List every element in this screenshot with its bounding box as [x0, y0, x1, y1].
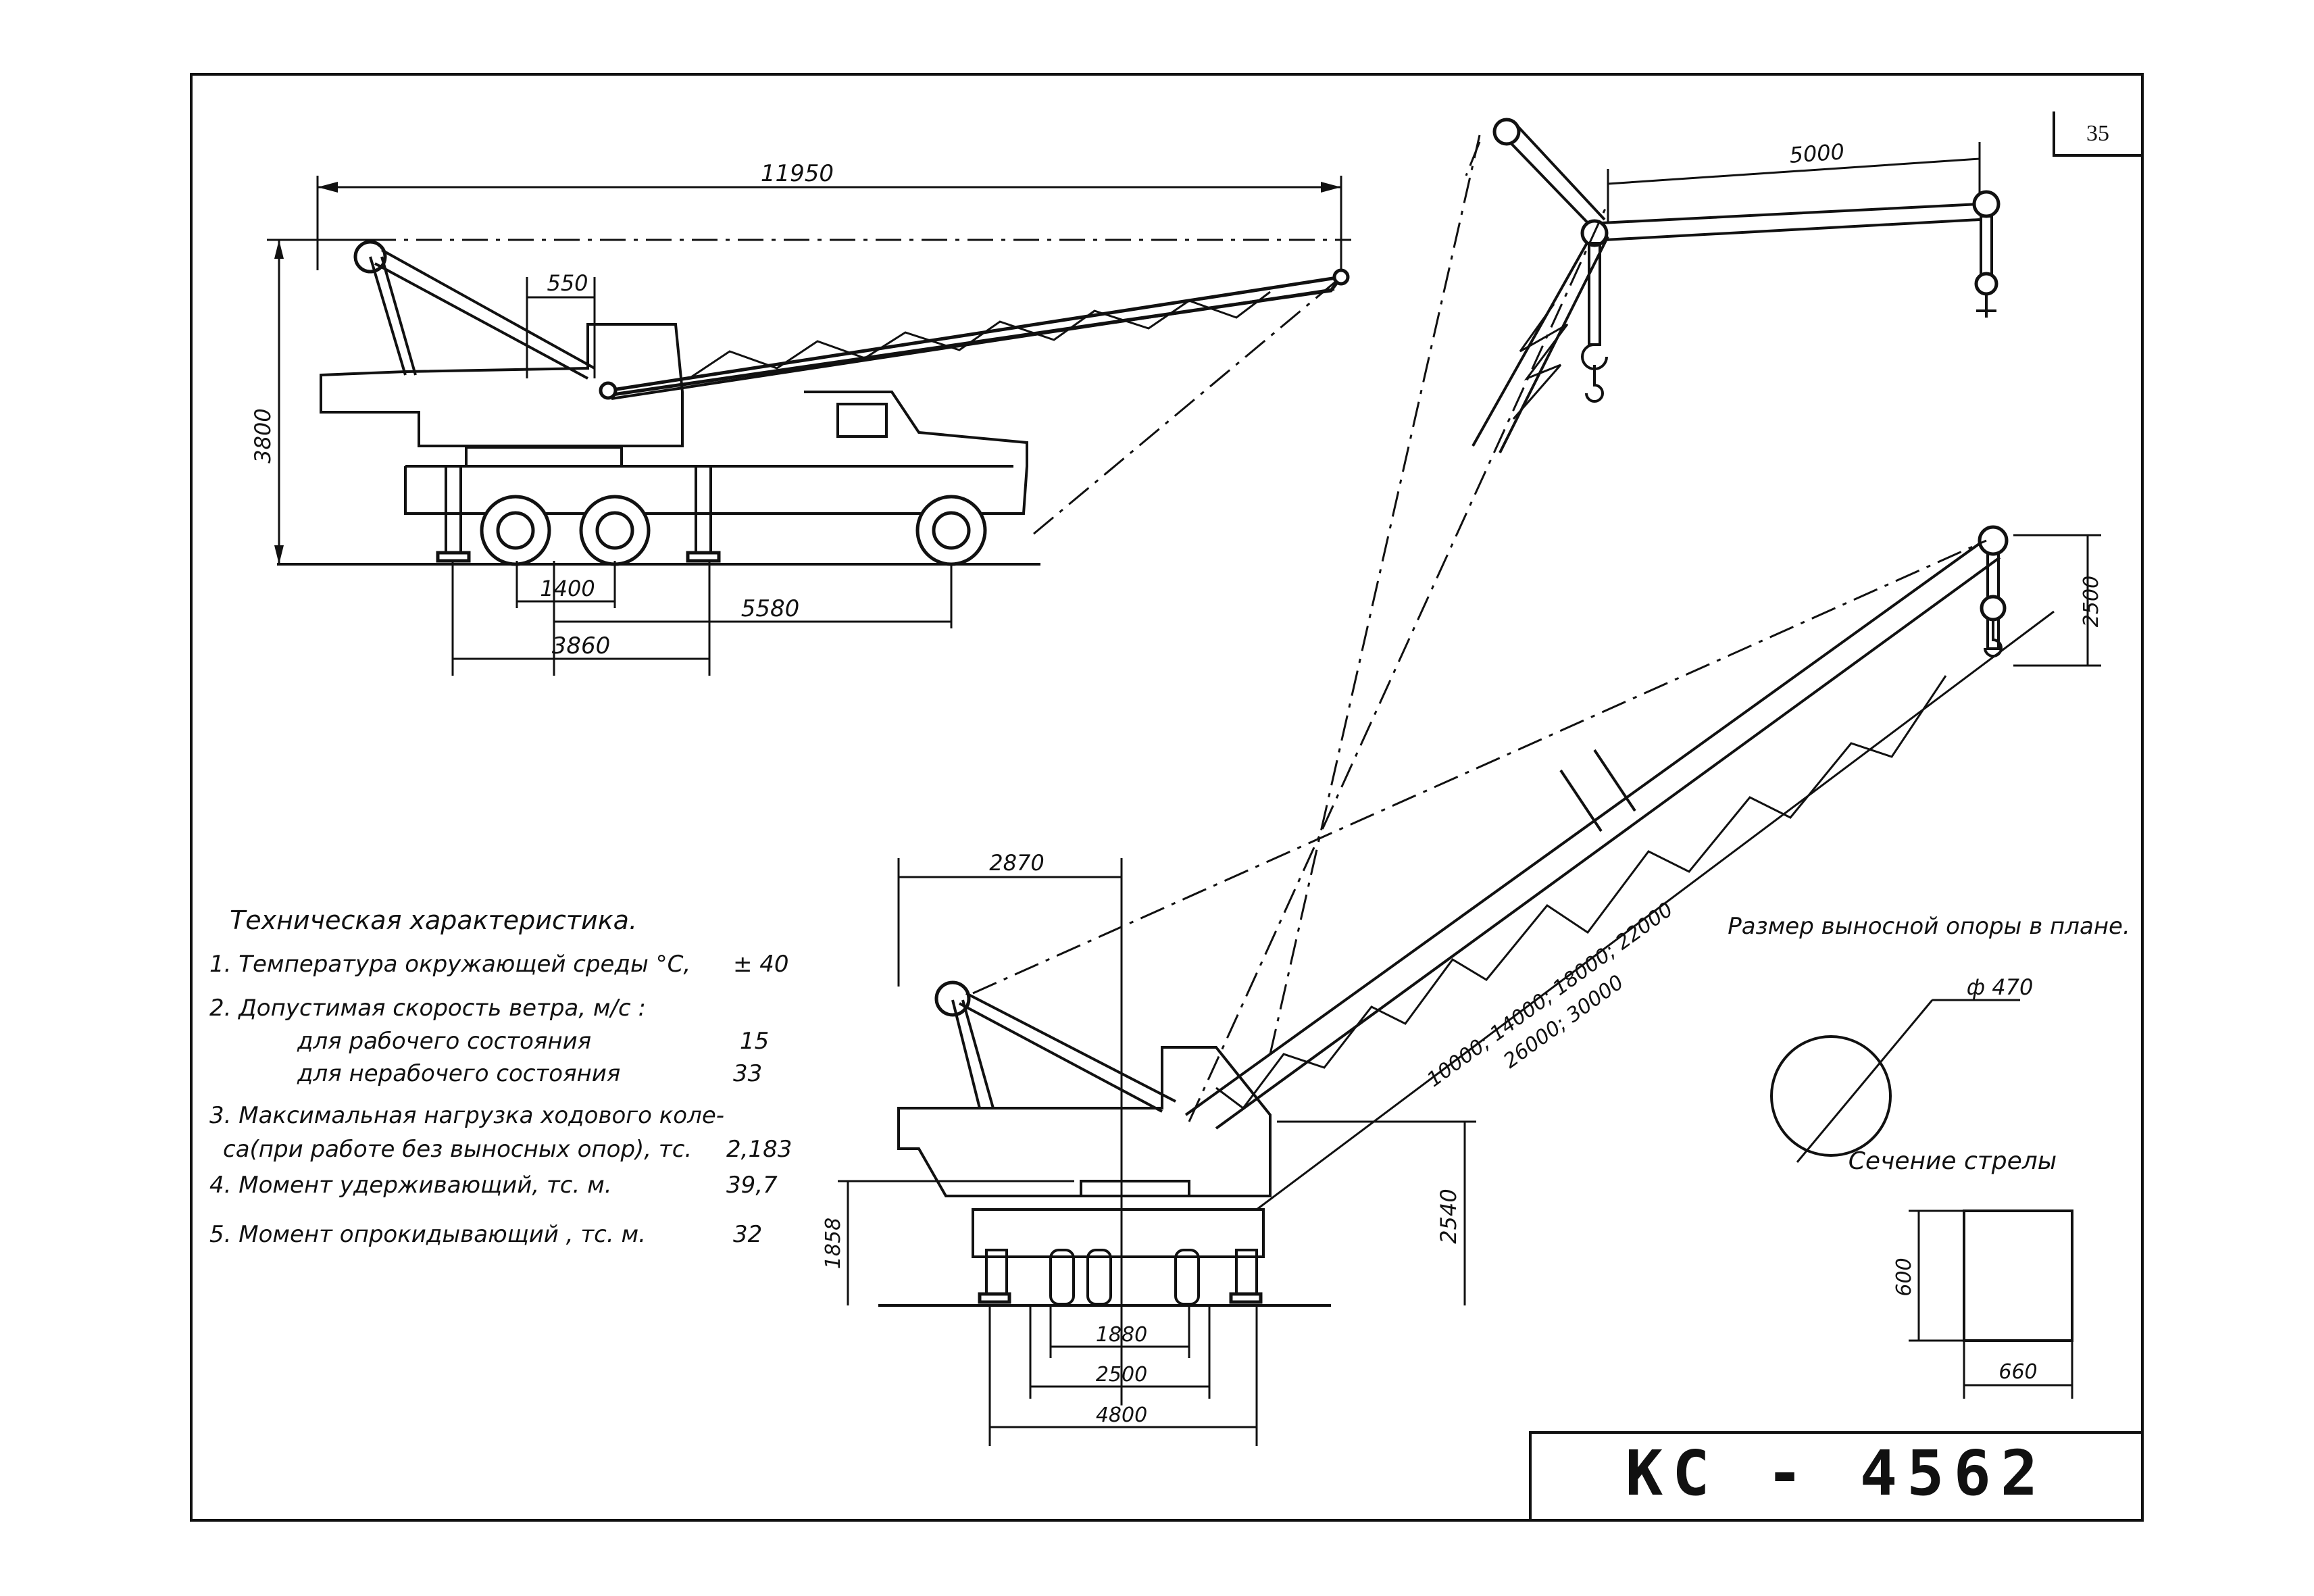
- spec-item-3: 3. Максимальная нагрузка ходового коле-: [209, 1102, 724, 1129]
- spec-item-4-value: 39,7: [726, 1172, 778, 1199]
- pad-diameter: ф 470: [1967, 974, 2034, 1000]
- dim-section-600: 600: [1892, 1257, 1916, 1296]
- spec-title: Техническая характеристика.: [230, 905, 637, 935]
- spec-item-2a: для рабочего состояния: [297, 1028, 591, 1055]
- dim-5000: 5000: [1788, 139, 1845, 168]
- model-title: КС - 4562: [1626, 1437, 2048, 1510]
- outrigger-pad-plan: [1770, 999, 2020, 1163]
- dim-4800: 4800: [1096, 1403, 1147, 1427]
- dim-1858: 1858: [822, 1218, 845, 1269]
- dim-2870: 2870: [989, 850, 1044, 876]
- page-number: 35: [2086, 121, 2109, 146]
- page-number-box: [2053, 111, 2142, 157]
- title-block: [1529, 1431, 2144, 1522]
- dim-height-3800: 3800: [250, 408, 276, 463]
- dim-2540: 2540: [1436, 1189, 1461, 1243]
- technical-spec: Техническая характеристика. 1. Температу…: [209, 905, 792, 1248]
- spec-item-2b-value: 33: [733, 1060, 762, 1087]
- dim-550: 550: [547, 270, 588, 296]
- dim-3860: 3860: [552, 632, 611, 659]
- section-caption: Сечение стрелы: [1848, 1147, 2057, 1175]
- dim-2500-hook: 2500: [2080, 576, 2103, 627]
- spec-item-5: 5. Момент опрокидывающий , тс. м.: [209, 1221, 646, 1248]
- spec-item-2b: для нерабочего состояния: [297, 1060, 620, 1087]
- spec-item-3-value: 2,183: [726, 1136, 792, 1163]
- spec-item-1-value: ± 40: [733, 951, 789, 978]
- dim-1880: 1880: [1096, 1323, 1147, 1347]
- dim-2500-base: 2500: [1096, 1363, 1147, 1387]
- dim-5580: 5580: [741, 595, 800, 622]
- boom-section: [1909, 1210, 2073, 1399]
- spec-item-1: 1. Температура окружающей среды °С,: [209, 951, 690, 978]
- outrigger-caption: Размер выносной опоры в плане.: [1728, 913, 2130, 940]
- sheet-frame: [190, 73, 2144, 1522]
- dim-section-660: 660: [1998, 1360, 2037, 1384]
- spec-item-4: 4. Момент удерживающий, тс. м.: [209, 1172, 612, 1199]
- dim-1400: 1400: [540, 576, 595, 601]
- spec-item-5-value: 32: [733, 1221, 762, 1248]
- spec-item-2a-value: 15: [740, 1028, 769, 1055]
- dim-overall-length: 11950: [761, 160, 834, 187]
- spec-item-3b: са(при работе без выносных опор), тс.: [223, 1136, 692, 1163]
- boom-head-detail: [1465, 118, 2001, 453]
- long-boom-view: [370, 134, 2101, 1446]
- truck-crane-side-view: [267, 176, 1350, 676]
- boom-lengths-1: 10000; 14000; 18000; 22000: [1423, 898, 1678, 1092]
- spec-item-2: 2. Допустимая скорость ветра, м/с :: [209, 995, 646, 1022]
